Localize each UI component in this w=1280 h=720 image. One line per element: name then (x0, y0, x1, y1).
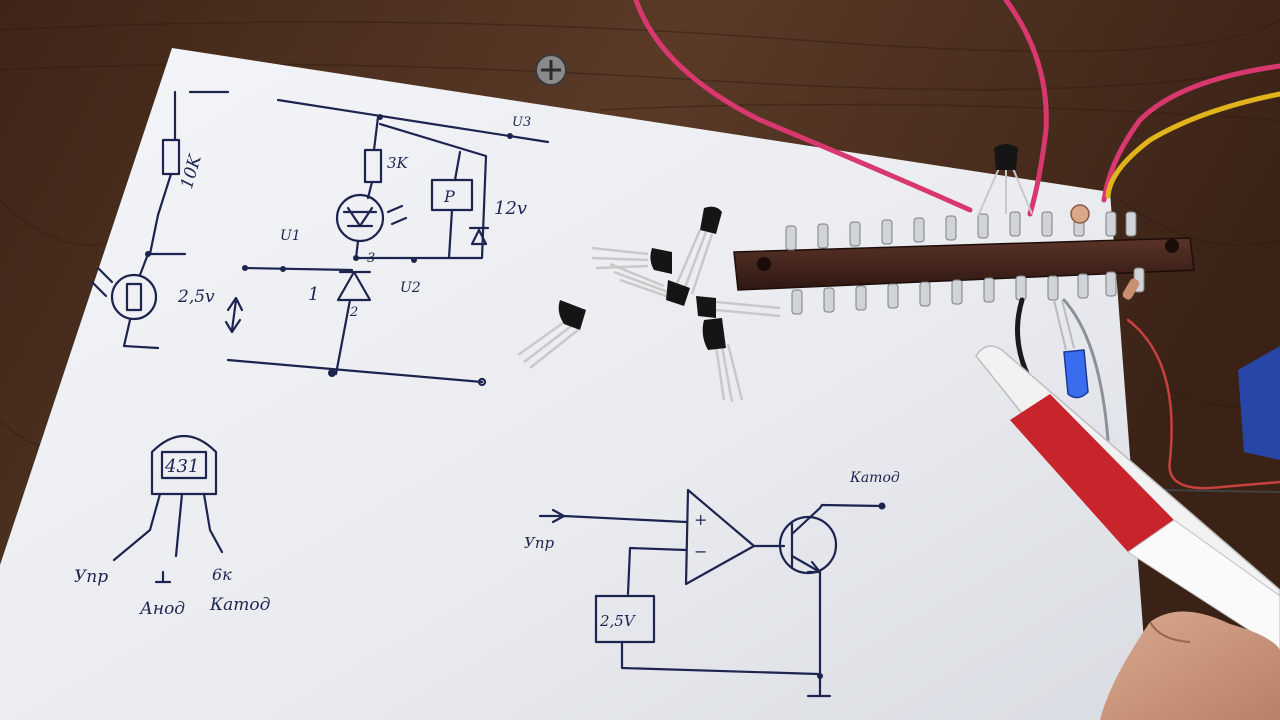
photoresistor-component (1070, 204, 1090, 224)
schematic-relay-circuit: 10K 2,5v U3 3K 3 P 12v U1 1 2 U (90, 90, 550, 387)
node-u1: U1 (280, 228, 301, 244)
schematic-equivalent-circuit: Упр + − 2,5V Катод (524, 470, 900, 698)
node-u3: U3 (512, 115, 531, 130)
hand (1100, 611, 1280, 720)
pin-anode-label: Анод (139, 599, 185, 619)
pin-control-label: Упр (74, 567, 108, 587)
wires (633, 0, 1280, 493)
to92-body-outline (150, 434, 218, 496)
transistor-a (517, 300, 586, 369)
terminal-pins-top (785, 211, 1137, 251)
transistor-f (702, 318, 744, 403)
node-u2: U2 (400, 280, 421, 296)
photoresistor-symbol (110, 273, 158, 321)
transistor-d (609, 262, 690, 306)
transistor-e (696, 296, 781, 318)
transistor-b (674, 206, 722, 295)
terminal-strip (733, 211, 1195, 315)
opamp-symbol (684, 488, 756, 586)
opamp-minus: − (694, 542, 707, 561)
loose-transistors (517, 206, 781, 403)
pen (975, 345, 1280, 651)
transistor-on-strip (977, 144, 1033, 217)
reference-block (594, 594, 656, 644)
pin-2: 2 (349, 305, 358, 320)
pin-cathode-label: Катод (209, 595, 271, 615)
pin-cathode-prefix: 6к (212, 565, 232, 584)
led-symbol (335, 193, 385, 243)
part-number: 431 (164, 456, 199, 477)
opamp-plus: + (694, 510, 707, 529)
blue-led (1053, 299, 1089, 399)
transistor-c (591, 246, 672, 274)
relay-label: P (443, 187, 455, 206)
pin-1: 1 (308, 284, 319, 305)
label-2-5v-left: 2,5v (177, 287, 215, 307)
reference-label: 2,5V (599, 612, 637, 630)
label-3k: 3K (387, 154, 409, 172)
terminal-pins-bottom (791, 267, 1145, 315)
label-12v: 12v (494, 198, 527, 219)
resistor-on-strip (1122, 278, 1140, 300)
paper-sheet (0, 48, 1150, 720)
tl431-pinout-drawing: 431 Упр Анод 6к Катод (74, 434, 271, 619)
tl431-symbol (336, 270, 372, 302)
input-label: Упр (524, 534, 555, 552)
screw-head (535, 54, 567, 86)
output-label: Катод (849, 470, 900, 486)
blue-relay-edge (1238, 346, 1280, 460)
